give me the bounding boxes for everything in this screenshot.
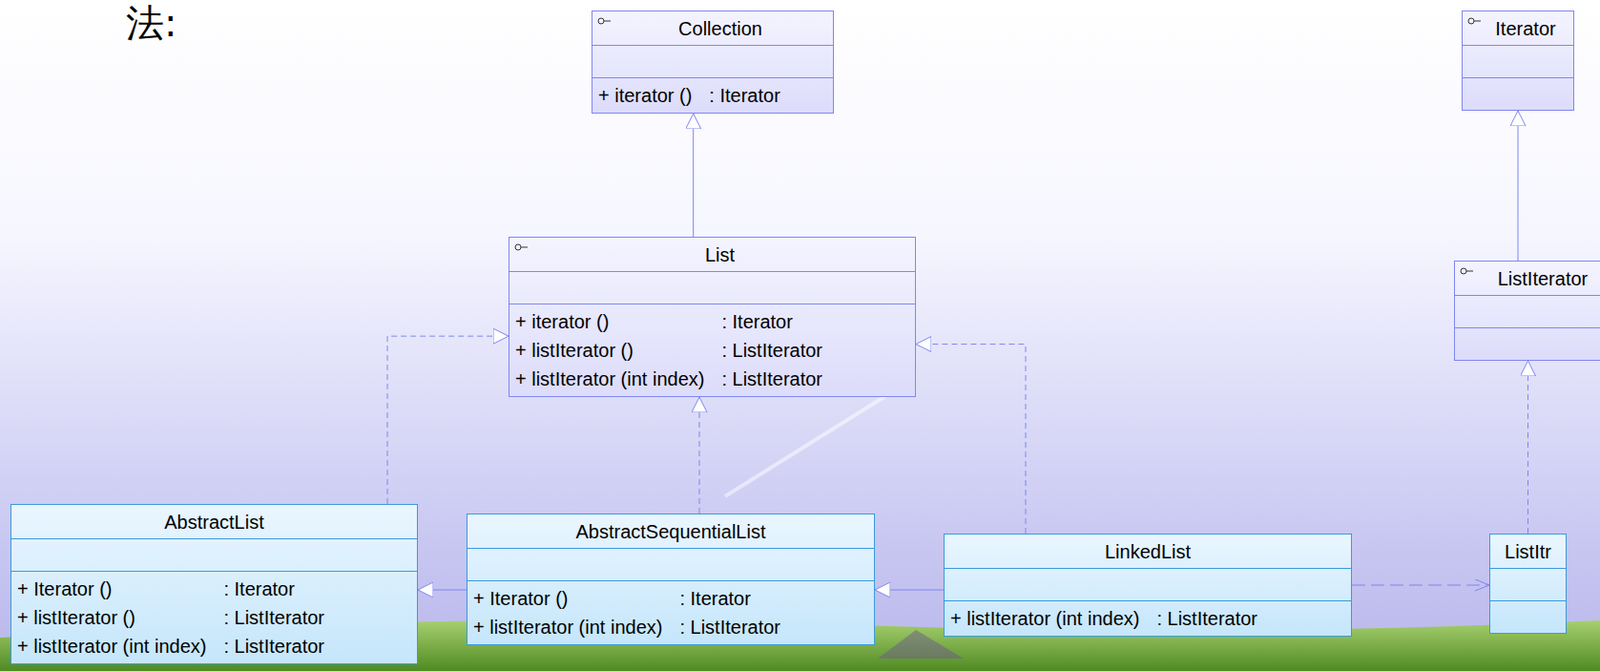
attribute-compartment bbox=[944, 567, 1351, 601]
operation-name: + listIterator (int index) bbox=[17, 631, 207, 661]
return-type: : Iterator bbox=[708, 81, 780, 110]
operation-name: + iterator () bbox=[598, 81, 692, 110]
name-compartment: LinkedList bbox=[944, 534, 1351, 568]
return-type: : Iterator bbox=[679, 583, 781, 613]
return-type: : Iterator bbox=[223, 574, 325, 603]
interface-icon bbox=[1459, 266, 1476, 278]
operation-name: + Iterator () bbox=[17, 574, 207, 603]
class-name: Collection bbox=[678, 14, 763, 43]
name-compartment: AbstractList bbox=[11, 504, 417, 539]
class-name: AbstractList bbox=[164, 507, 264, 537]
class-name: Iterator bbox=[1495, 14, 1556, 43]
class-name: ListItr bbox=[1504, 537, 1552, 566]
generalization-connector bbox=[1517, 110, 1519, 261]
interface-icon bbox=[514, 242, 530, 254]
operation-name: + listIterator () bbox=[515, 335, 705, 365]
class-box: AbstractSequentialList + Iterator () : Ite… bbox=[466, 513, 875, 645]
realization-connector bbox=[387, 335, 509, 504]
operation-name: + listIterator (int index) bbox=[950, 603, 1140, 633]
realization-connector bbox=[1351, 584, 1490, 586]
return-type: : ListIterator bbox=[223, 631, 325, 661]
interface-icon bbox=[597, 16, 613, 28]
class-name: ListIterator bbox=[1497, 264, 1588, 293]
generalization-connector bbox=[417, 589, 467, 591]
operation-name: + Iterator () bbox=[473, 583, 663, 613]
interface-box: List + iterator () : Iterator + listIterato… bbox=[508, 236, 916, 397]
attribute-compartment bbox=[592, 44, 833, 78]
realization-connector bbox=[915, 344, 1026, 534]
attribute-compartment bbox=[1454, 294, 1600, 328]
name-compartment: AbstractSequentialList bbox=[467, 514, 874, 548]
operation-compartment: + Iterator () : Iterator + listIterator (i… bbox=[467, 580, 874, 645]
return-type: : ListIterator bbox=[721, 364, 823, 394]
name-compartment: ListIterator bbox=[1454, 261, 1600, 295]
name-compartment: Iterator bbox=[1462, 11, 1574, 45]
return-type: : ListIterator bbox=[679, 612, 781, 642]
class-name: AbstractSequentialList bbox=[575, 517, 766, 546]
attribute-compartment bbox=[1462, 44, 1574, 78]
class-box: AbstractList + Iterator () : Iterator + lis… bbox=[10, 503, 418, 665]
heading-fragment: 法: bbox=[125, 1, 177, 44]
realization-connector bbox=[699, 396, 701, 514]
return-type: : Iterator bbox=[721, 307, 823, 336]
attribute-compartment bbox=[467, 547, 874, 581]
operation-compartment: + listIterator (int index) : ListIterator bbox=[944, 600, 1351, 636]
return-type: : ListIterator bbox=[223, 602, 325, 632]
operation-name: + listIterator () bbox=[17, 602, 207, 632]
operation-compartment: + iterator () : Iterator bbox=[592, 77, 833, 113]
return-type: : ListIterator bbox=[1156, 603, 1258, 633]
operation-name: + iterator () bbox=[515, 307, 705, 336]
return-type: : ListIterator bbox=[721, 335, 823, 365]
operation-name: + listIterator (int index) bbox=[473, 612, 663, 642]
class-name: LinkedList bbox=[1104, 537, 1191, 566]
operation-compartment bbox=[1454, 327, 1600, 360]
name-compartment: Collection bbox=[592, 11, 833, 45]
operation-compartment: + iterator () : Iterator + listIterator ()… bbox=[509, 303, 915, 396]
class-box: ListItr bbox=[1489, 533, 1567, 634]
operation-name: + listIterator (int index) bbox=[515, 364, 705, 394]
generalization-connector bbox=[874, 589, 944, 591]
attribute-compartment bbox=[11, 538, 417, 571]
class-box: LinkedList + listIterator (int index) : Li… bbox=[943, 533, 1352, 637]
attribute-compartment bbox=[509, 270, 915, 304]
name-compartment: ListItr bbox=[1490, 534, 1566, 568]
interface-box: Collection + iterator () : Iterator bbox=[591, 10, 834, 114]
interface-icon bbox=[1467, 16, 1483, 28]
operation-compartment: + Iterator () : Iterator + listIterator ()… bbox=[11, 570, 417, 664]
attribute-compartment bbox=[1490, 567, 1566, 601]
operation-compartment bbox=[1462, 77, 1574, 110]
interface-box: ListIterator bbox=[1454, 260, 1600, 361]
realization-connector bbox=[1527, 360, 1529, 534]
name-compartment: List bbox=[509, 237, 915, 271]
operation-compartment bbox=[1490, 600, 1566, 633]
interface-box: Iterator bbox=[1461, 10, 1575, 111]
class-name: List bbox=[705, 240, 735, 270]
generalization-connector bbox=[692, 113, 694, 237]
